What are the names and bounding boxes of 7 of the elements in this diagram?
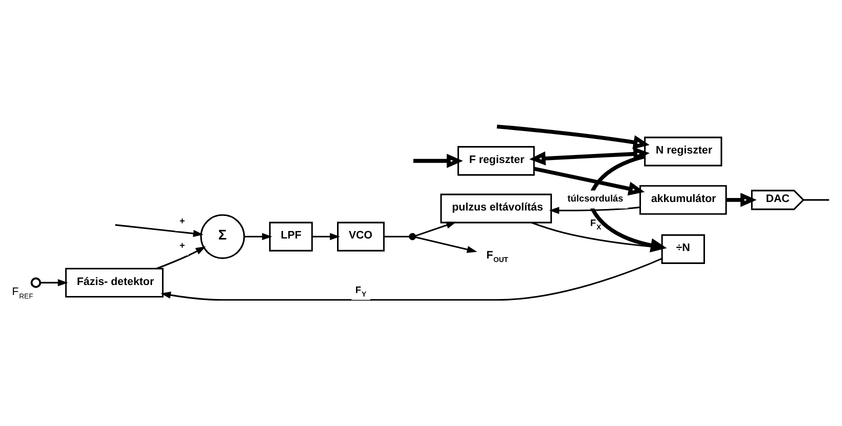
edge-label: + [180, 240, 186, 250]
edge-label: F$_{X}$ [590, 218, 602, 232]
node-text: F$_{OUT}$ [486, 249, 508, 264]
edge-label: F$_{Y}$ [355, 284, 366, 298]
edge-label: túlcsordulás [568, 194, 624, 204]
node-label: F$_{REF}$ [12, 286, 34, 300]
edge-label: + [180, 216, 186, 226]
